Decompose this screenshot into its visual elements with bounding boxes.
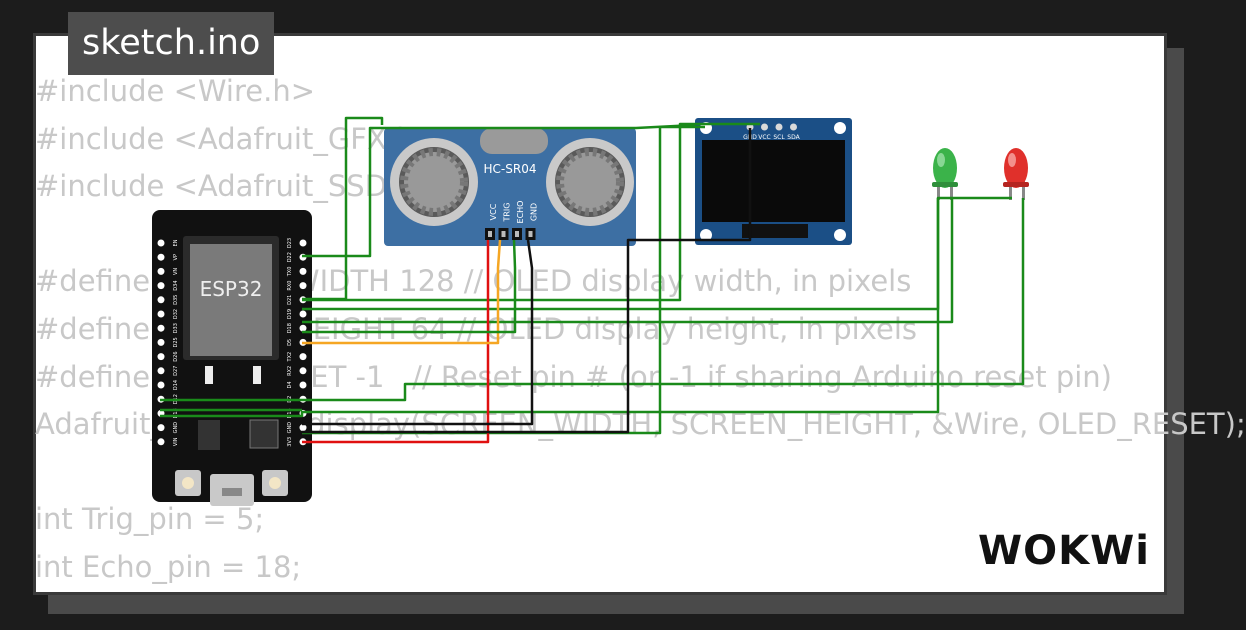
esp32-pin-label: D22	[287, 252, 293, 262]
wire-echo	[302, 239, 517, 334]
esp32-chip	[190, 244, 272, 356]
usb-chip	[249, 419, 279, 449]
esp32-pin[interactable]	[299, 310, 307, 318]
oled-pin[interactable]	[761, 123, 768, 131]
esp32-pin[interactable]	[157, 267, 165, 275]
oled-pin-label: SCL	[773, 134, 785, 141]
esp32-pin-label: 3V3	[287, 437, 293, 447]
esp32-pin[interactable]	[157, 381, 165, 389]
esp32-pin-label: RX2	[287, 366, 293, 376]
esp32-pin[interactable]	[157, 239, 165, 247]
esp32-pin-label: D21	[287, 295, 293, 305]
wire-d21-oled	[302, 122, 760, 302]
esp32-pin[interactable]	[157, 296, 165, 304]
esp32-pin[interactable]	[157, 424, 165, 432]
wire-trig	[302, 239, 502, 345]
esp32-pin[interactable]	[157, 310, 165, 318]
esp32-pin-label: VIN	[173, 437, 179, 446]
esp32-pin-label: D18	[287, 323, 293, 333]
wire-gnd-led	[302, 198, 954, 324]
esp32-pin-label: EN	[173, 239, 179, 246]
sensor-label: HC-SR04	[484, 162, 537, 176]
esp32-left-pins: ENVPVND34D35D32D33D25D26D27D14D12D13GNDV…	[157, 239, 179, 446]
esp32-board[interactable]: ESP32 ENVPVND34D35D32D33D25D26D27D14D12D…	[152, 210, 312, 506]
esp32-pin[interactable]	[299, 324, 307, 332]
code-line: #include <Wire.h>	[35, 74, 316, 108]
esp32-pin-label: D34	[173, 280, 179, 290]
esp32-pin-label: D13	[173, 408, 179, 418]
oled-pin[interactable]	[775, 123, 783, 131]
esp32-pin-label: D5	[287, 339, 293, 346]
esp32-pin-label: D4	[287, 381, 293, 388]
wire-gnd2	[302, 128, 752, 434]
file-title-tab[interactable]: sketch.ino	[68, 12, 275, 75]
esp32-pin-label: D33	[173, 323, 179, 333]
oled-ribbon	[742, 224, 808, 238]
sensor-pin-label: ECHO	[516, 201, 525, 224]
wire-led-red	[160, 198, 1025, 402]
hcsr04-sensor[interactable]: HC-SR04 VCC TRIG ECHO GND	[384, 128, 636, 246]
wire-gnd	[302, 239, 534, 426]
esp32-pin-label: GND	[287, 422, 293, 434]
esp32-right-pins: D23D22TX0RX0D21D19D18D5TX2RX2D4D2D15GND3…	[287, 238, 307, 447]
wire-oled-vcc	[302, 123, 696, 258]
esp32-pin[interactable]	[157, 367, 165, 375]
wires	[160, 116, 1025, 444]
esp32-pin[interactable]	[299, 381, 307, 389]
esp32-pin[interactable]	[299, 367, 307, 375]
sensor-pins: VCC TRIG ECHO GND	[485, 201, 539, 240]
crystal	[480, 128, 548, 154]
esp32-pin-label: D23	[287, 238, 293, 248]
esp32-pin-label: GND	[173, 422, 179, 434]
esp32-pin-label: VN	[173, 268, 179, 275]
wire-vcc	[302, 240, 490, 444]
wokwi-logo: WOKWi	[978, 528, 1150, 574]
esp32-pin-label: D26	[173, 351, 179, 361]
esp32-label: ESP32	[200, 277, 263, 301]
esp32-pin-label: D19	[287, 309, 293, 319]
esp32-pin-label: VP	[173, 254, 179, 260]
esp32-pin-label: D32	[173, 309, 179, 319]
oled-pin-label: SDA	[787, 134, 800, 141]
esp32-pin[interactable]	[299, 267, 307, 275]
sensor-pin-label: GND	[530, 203, 539, 221]
esp32-pin-label: TX0	[287, 267, 293, 278]
oled-pin[interactable]	[790, 123, 797, 131]
esp32-pin-label: D15	[287, 408, 293, 418]
esp32-pin[interactable]	[299, 424, 307, 432]
esp32-pin-label: D25	[173, 337, 179, 347]
oled-screen	[702, 140, 845, 222]
esp32-pin-label: D27	[173, 366, 179, 376]
led-red[interactable]	[1003, 148, 1029, 200]
esp32-pin[interactable]	[157, 353, 165, 361]
led-green[interactable]	[932, 148, 958, 200]
code-line: #define OLED_RESET -1 // Reset pin # (or…	[35, 359, 1112, 394]
esp32-pin-label: D14	[173, 380, 179, 390]
code-line: int Trig_pin = 5;	[35, 502, 265, 537]
esp32-pin-label: RX0	[287, 281, 293, 291]
wire-led-red-gnd	[160, 196, 1012, 418]
circuit-diagram: ESP32 ENVPVND34D35D32D33D25D26D27D14D12D…	[152, 116, 1029, 506]
esp32-pin[interactable]	[157, 253, 165, 261]
esp32-pin-label: TX2	[287, 352, 293, 363]
sensor-pin-label: VCC	[489, 203, 498, 220]
sensor-pin-label: TRIG	[503, 202, 512, 222]
esp32-pin[interactable]	[299, 353, 307, 361]
esp32-pin[interactable]	[157, 338, 165, 346]
esp32-pin-label: D35	[173, 295, 179, 305]
esp32-pin[interactable]	[299, 282, 307, 290]
esp32-pin[interactable]	[299, 239, 307, 247]
regulator	[198, 420, 220, 450]
esp32-pin[interactable]	[157, 438, 165, 446]
esp32-pin[interactable]	[157, 282, 165, 290]
esp32-pin[interactable]	[157, 324, 165, 332]
code-line: int Echo_pin = 18;	[35, 549, 302, 584]
oled-pin-label: VCC	[758, 134, 770, 141]
